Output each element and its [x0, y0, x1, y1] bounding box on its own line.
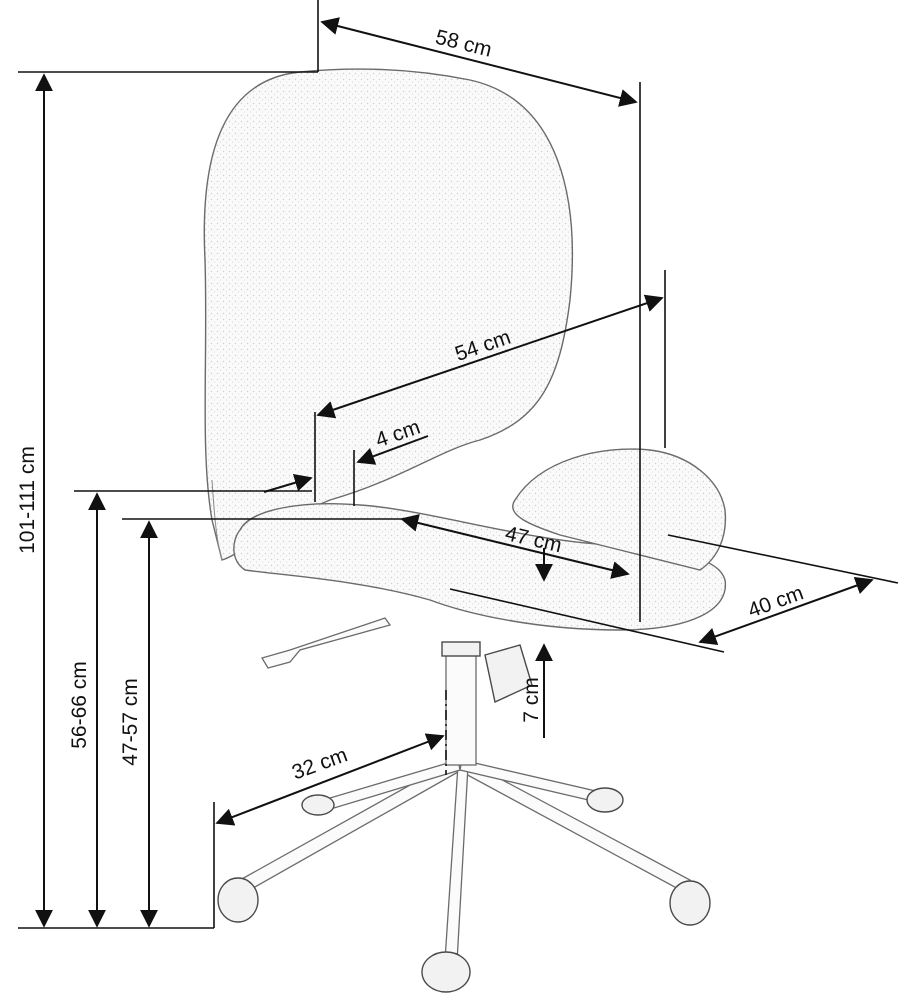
arrow-32: [215, 733, 445, 826]
guide-40-bottom: [449, 588, 725, 653]
dimension-lines: [18, 0, 899, 929]
label-40-cm: 40 cm: [745, 581, 807, 622]
chair-illustration: [203, 68, 727, 993]
height-lever: [261, 617, 392, 669]
arrow-58: [320, 17, 638, 107]
label-58-cm: 58 cm: [433, 26, 494, 62]
arrow-4-right: [356, 435, 429, 465]
label-47-57-cm: 47-57 cm: [119, 678, 142, 766]
arrow-54: [316, 294, 664, 419]
label-7-cm: 7 cm: [520, 677, 543, 723]
arrow-47: [400, 514, 630, 579]
label-56-66-cm: 56-66 cm: [68, 661, 91, 749]
label-101-111-cm: 101-111 cm: [16, 446, 39, 554]
label-32-cm: 32 cm: [289, 743, 351, 784]
backrest: [203, 68, 574, 561]
gas-lift: [441, 641, 533, 766]
arrow-4-left: [263, 473, 313, 493]
arrow-40: [698, 577, 874, 645]
guide-40-top: [667, 534, 899, 584]
